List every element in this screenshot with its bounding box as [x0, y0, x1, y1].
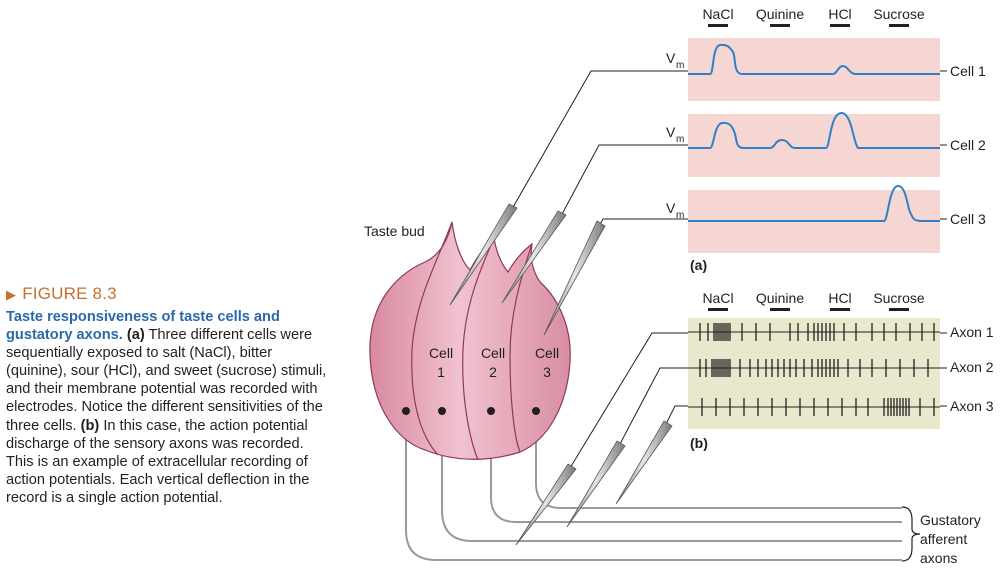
electrode-wire	[511, 70, 688, 210]
electrode-wire	[598, 218, 688, 227]
bud-cell-word: Cell	[535, 345, 559, 361]
panel-a-label: (a)	[690, 257, 707, 273]
vm-subscript: m	[676, 60, 684, 71]
extracellular-electrode	[615, 420, 673, 505]
vm-label-1: V m	[666, 50, 684, 71]
taste-bud-label: Taste bud	[364, 223, 425, 239]
stimulus-bar	[889, 24, 909, 27]
afferent-axons	[405, 411, 902, 561]
cell-2-trace	[688, 112, 940, 149]
electrode-wire	[665, 405, 688, 425]
panel-b-label: (b)	[690, 435, 708, 451]
intracellular-electrode	[449, 203, 518, 306]
afferent-axon-line	[535, 411, 902, 509]
caption-part-a-marker: (a)	[126, 327, 145, 344]
stimulus-label: Quinine	[756, 6, 804, 22]
cell-3-trace	[688, 184, 940, 222]
stimulus-bar	[770, 24, 790, 27]
stimulus-label: Sucrose	[873, 6, 925, 22]
vm-label: V	[666, 200, 676, 216]
figure-caption: ▶ FIGURE 8.3 Taste responsiveness of tast…	[6, 284, 330, 507]
stimulus-label: HCl	[828, 290, 851, 306]
cell-1-trace-panel	[688, 38, 940, 101]
electrode-wire	[619, 367, 688, 445]
electrode-wire	[569, 332, 688, 469]
cell-2-label: Cell 2	[950, 137, 986, 153]
afferent-label-line: axons	[920, 550, 957, 566]
vm-label: V	[666, 124, 676, 140]
cell-nucleus-dot	[532, 407, 540, 415]
panel-b: NaCl Quinine HCl Sucrose Axon 1 Axon 2 A…	[688, 290, 994, 451]
stimulus-bar	[830, 308, 850, 311]
stimulus-bar	[770, 308, 790, 311]
intracellular-electrode	[501, 210, 567, 304]
vm-label-2: V m	[666, 124, 684, 145]
taste-bud-body	[369, 221, 571, 460]
stimulus-label: Sucrose	[873, 290, 925, 306]
electrode-wire	[560, 144, 688, 217]
caption-part-b-marker: (b)	[80, 417, 100, 434]
figure-label: ▶ FIGURE 8.3	[6, 284, 330, 304]
cell-boundary	[462, 237, 495, 461]
bud-cell-word: Cell	[429, 345, 453, 361]
bracket	[901, 506, 921, 562]
stimulus-bar	[708, 308, 728, 311]
vm-subscript: m	[676, 134, 684, 145]
cell-nucleus-dot	[438, 407, 446, 415]
taste-bud: Cell 1 Cell 2 Cell 3	[369, 221, 571, 461]
stimulus-bar	[889, 308, 909, 311]
cell-nucleus-dot	[487, 407, 495, 415]
vm-label-3: V m	[666, 200, 684, 221]
stimulus-bar	[708, 24, 728, 27]
stimulus-label: HCl	[828, 6, 851, 22]
bud-cell-number: 2	[489, 364, 497, 380]
stimulus-label: NaCl	[702, 6, 733, 22]
extracellular-electrode	[515, 463, 577, 546]
bud-cell-number: 1	[437, 364, 445, 380]
extracellular-electrode	[566, 440, 626, 528]
panel-a: V m V m V m Cell 1 Cell 2 Cell 3 (a)	[666, 38, 986, 273]
electrode-wires-b	[569, 332, 688, 469]
axon-1-label: Axon 1	[950, 324, 994, 340]
cell-boundary	[411, 221, 453, 456]
bud-cell-number: 3	[543, 364, 551, 380]
vm-label: V	[666, 50, 676, 66]
caption-body: Taste responsiveness of taste cells and …	[6, 308, 330, 507]
axon-3-label: Axon 3	[950, 398, 994, 414]
caption-title: Taste responsiveness of taste cells and …	[6, 309, 280, 344]
intracellular-electrode	[543, 220, 606, 336]
electrode-wires-a	[511, 70, 688, 227]
figure-number: FIGURE 8.3	[22, 284, 117, 303]
stimulus-bar	[830, 24, 850, 27]
cell-nucleus-dot	[402, 407, 410, 415]
stimulus-label: NaCl	[702, 290, 733, 306]
afferent-axon-line	[405, 411, 902, 561]
stimulus-header-a: NaCl Quinine HCl Sucrose	[702, 6, 925, 27]
spike-trains	[688, 323, 947, 416]
cell-3-label: Cell 3	[950, 211, 986, 227]
caption-part-b-text: In this case, the action potential disch…	[6, 417, 310, 506]
afferent-label-line: afferent	[920, 531, 967, 547]
cell-1-trace	[688, 43, 940, 75]
triangle-icon: ▶	[6, 287, 17, 302]
afferent-axon-line	[490, 411, 902, 523]
afferent-label-line: Gustatory	[920, 512, 981, 528]
bud-cell-word: Cell	[481, 345, 505, 361]
stimulus-label: Quinine	[756, 290, 804, 306]
vm-subscript: m	[676, 210, 684, 221]
afferent-axon-line	[441, 411, 902, 542]
axon-2-label: Axon 2	[950, 359, 994, 375]
caption-part-a-text: Three different cells were sequentially …	[6, 327, 327, 434]
cell-1-label: Cell 1	[950, 63, 986, 79]
